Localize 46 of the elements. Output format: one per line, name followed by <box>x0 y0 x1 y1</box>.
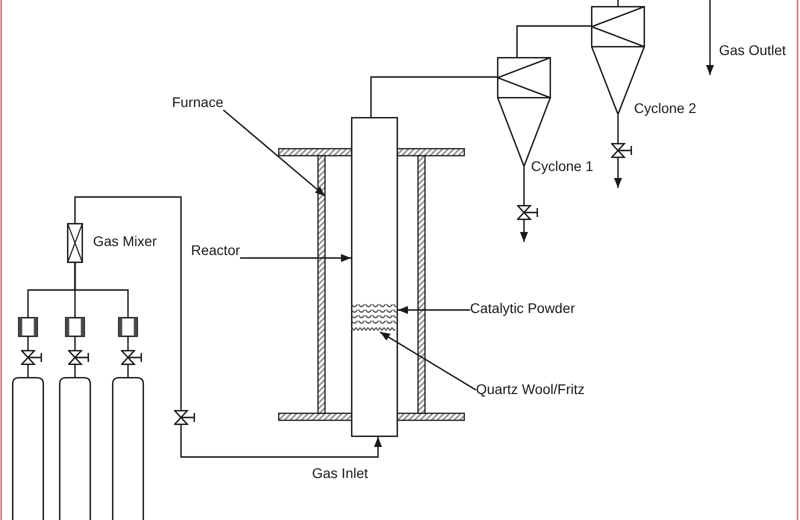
furnace-wall <box>278 148 465 421</box>
pipe-line <box>180 425 382 458</box>
reactor-tube <box>351 117 398 437</box>
valve-symbol <box>611 143 632 158</box>
discharge-arrow <box>614 158 622 188</box>
leader-line <box>380 331 476 391</box>
pipe-line <box>523 167 525 205</box>
pipe-line <box>27 365 29 377</box>
pipe-line <box>74 365 76 377</box>
gas-cylinder <box>112 377 144 520</box>
powder-bed <box>351 303 398 326</box>
equipment-label: Cyclone 2 <box>634 100 696 116</box>
valve-symbol <box>68 350 89 365</box>
callout-label: Catalytic Powder <box>470 300 576 316</box>
edge-label: Gas Inlet <box>312 465 368 481</box>
pipe-line <box>617 0 619 6</box>
pipe-line <box>74 196 182 410</box>
equipment-label: Gas Mixer <box>93 233 157 249</box>
valve-symbol <box>21 350 42 365</box>
discharge-arrow <box>520 220 528 242</box>
quartz-wool-layer <box>351 326 398 332</box>
pipe-line <box>516 25 591 57</box>
callout-label: Quartz Wool/Fritz <box>476 381 585 397</box>
callout-label: Reactor <box>191 242 240 258</box>
leader-line <box>398 306 470 314</box>
pipe-line <box>74 263 129 317</box>
pipe-line <box>74 337 76 350</box>
pipe-line <box>27 337 29 350</box>
valve-symbol <box>121 350 142 365</box>
leader-line <box>240 254 351 262</box>
valve-symbol <box>517 205 538 220</box>
valve-symbol <box>174 410 195 425</box>
pipe-line <box>127 337 129 350</box>
regulator-symbol <box>18 317 38 337</box>
pipe-line <box>617 115 619 143</box>
pipe-line <box>370 76 497 117</box>
gas-cylinder <box>59 377 91 520</box>
regulator-symbol <box>65 317 85 337</box>
leader-line <box>222 109 326 197</box>
gas-cylinder <box>12 377 44 520</box>
gas-mixer-symbol <box>67 223 83 263</box>
regulator-symbol <box>118 317 138 337</box>
flow-label: Gas Outlet <box>719 42 786 58</box>
pipe-line <box>127 365 129 377</box>
callout-label: Furnace <box>172 94 224 110</box>
equipment-label: Cyclone 1 <box>531 158 594 174</box>
